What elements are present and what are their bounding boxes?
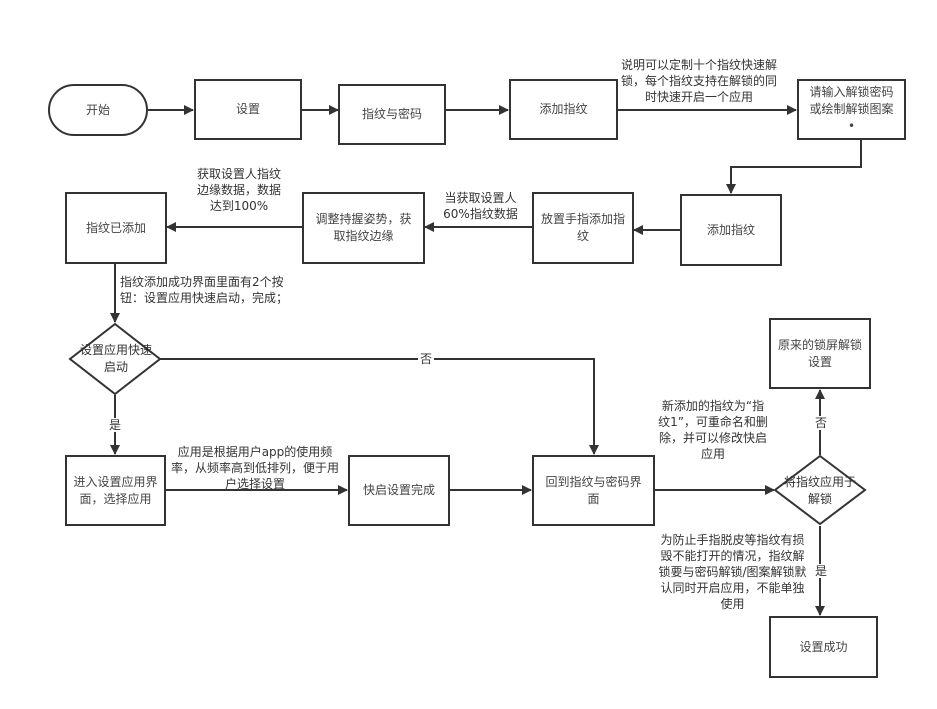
- fingerprint-password-node[interactable]: 指纹与密码: [338, 84, 446, 145]
- enter-app-settings-node[interactable]: 进入设置应用界面，选择应用: [65, 455, 166, 526]
- decision-quick-launch[interactable]: 设置应用快速启动: [76, 340, 156, 378]
- adjust-grip-label: 调整持握姿势，获取指纹边缘: [315, 212, 412, 243]
- settings-node[interactable]: 设置: [194, 79, 302, 140]
- enter-app-settings-label: 进入设置应用界面，选择应用: [73, 474, 158, 506]
- edge-password-add2: [726, 140, 862, 194]
- decision-quick-launch-shape: [68, 322, 162, 396]
- note-edge-data: 获取设置人指纹边缘数据，数据达到100%: [196, 167, 281, 213]
- setup-success-label: 设置成功: [799, 639, 848, 654]
- label-yes-quick-launch: 是: [107, 418, 124, 432]
- label-no-unlock: 否: [813, 416, 830, 430]
- add-fingerprint-label-2: 添加指纹: [706, 222, 755, 237]
- label-yes-unlock: 是: [813, 564, 830, 578]
- decision-unlock-label: 将指纹应用于解锁: [783, 475, 856, 506]
- original-lock-node[interactable]: 原来的锁屏解锁设置: [769, 318, 871, 389]
- original-lock-label: 原来的锁屏解锁设置: [777, 337, 862, 369]
- quick-launch-done-label: 快启设置完成: [362, 483, 435, 497]
- enter-password-label: 请输入解锁密码或绘制解锁图案 •: [809, 85, 894, 133]
- label-no-quick-launch: 否: [418, 352, 435, 366]
- start-label: 开始: [85, 102, 110, 117]
- adjust-grip-node[interactable]: 调整持握姿势，获取指纹边缘: [302, 192, 425, 264]
- add-fingerprint-label-1: 添加指纹: [539, 102, 588, 116]
- setup-success-node[interactable]: 设置成功: [769, 616, 878, 678]
- quick-launch-done-node[interactable]: 快启设置完成: [348, 455, 450, 526]
- decision-unlock[interactable]: 将指纹应用于解锁: [780, 472, 860, 510]
- place-finger-node[interactable]: 放置手指添加指纹: [532, 192, 634, 264]
- fingerprint-added-label: 指纹已添加: [85, 220, 146, 235]
- fingerprint-password-label: 指纹与密码: [361, 107, 422, 121]
- note-app-order: 应用是根据用户app的使用频率，从频率高到低排列，便于用户选择设置: [170, 445, 339, 491]
- place-finger-label: 放置手指添加指纹: [540, 212, 625, 243]
- back-to-fp-password-node[interactable]: 回到指纹与密码界面: [532, 455, 655, 526]
- edge-decision-no: [160, 358, 599, 455]
- note-rename: 新添加的指纹为“指纹1”，可重命名和删除，并可以修改快启应用: [658, 399, 768, 461]
- note-prevent-damage: 为防止手指脱皮等指纹有损毁不能打开的情况，指纹解锁要与密码解锁/图案解锁默认同时…: [658, 533, 807, 611]
- enter-password-node[interactable]: 请输入解锁密码或绘制解锁图案 •: [797, 79, 906, 140]
- note-ten-fingerprints: 说明可以定制十个指纹快速解锁，每个指纹支持在解锁的同时快速开启一个应用: [620, 58, 777, 104]
- add-fingerprint-node-1[interactable]: 添加指纹: [509, 79, 618, 140]
- note-sixty-percent: 当获取设置人60%指纹数据: [443, 191, 518, 221]
- settings-label: 设置: [235, 102, 260, 116]
- decision-unlock-shape: [773, 454, 867, 526]
- back-to-fp-password-label: 回到指纹与密码界面: [545, 474, 642, 506]
- fingerprint-added-node[interactable]: 指纹已添加: [65, 192, 167, 264]
- note-two-buttons: 指纹添加成功界面里面有2个按钮：设置应用快速启动，完成；: [120, 275, 289, 305]
- decision-quick-launch-label: 设置应用快速启动: [79, 343, 152, 374]
- start-node[interactable]: 开始: [48, 84, 148, 136]
- add-fingerprint-node-2[interactable]: 添加指纹: [680, 194, 782, 266]
